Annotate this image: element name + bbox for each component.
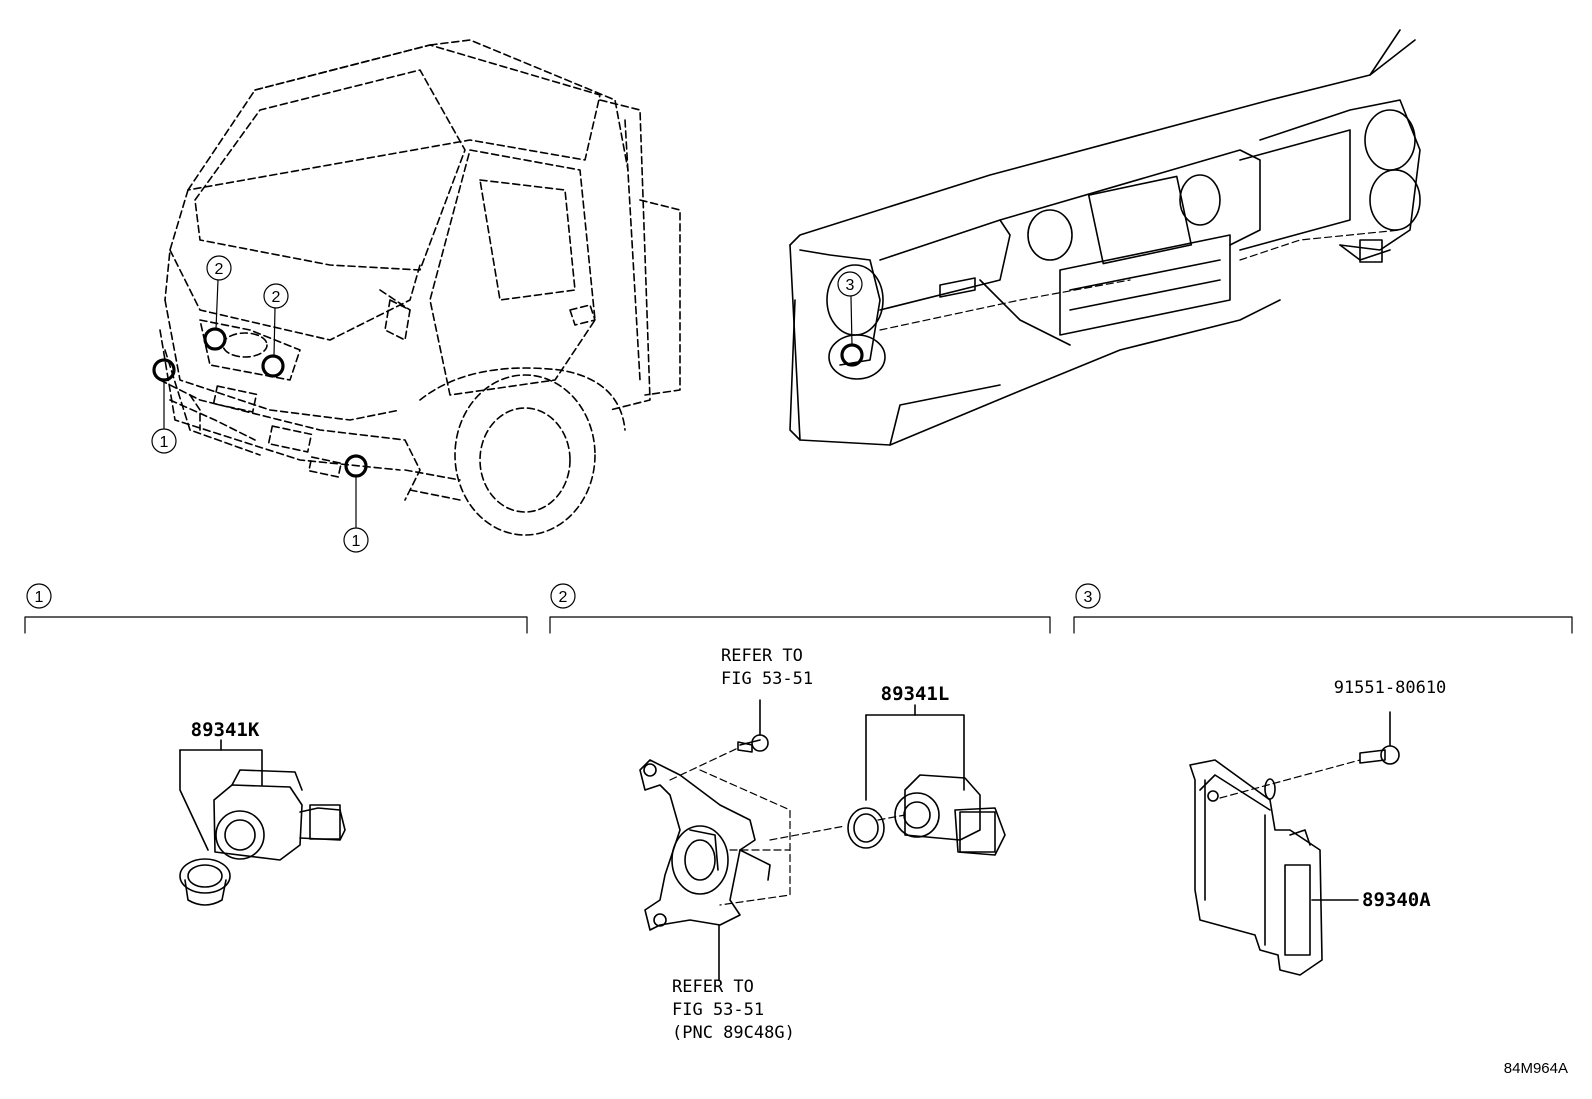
refer-note-top-line1: REFER TO	[721, 646, 803, 666]
section-number-2: 2	[559, 589, 568, 606]
callout-number-1b: 1	[352, 533, 361, 550]
part-number-89340a: 89340A	[1362, 889, 1431, 911]
part-number-89341k: 89341K	[191, 719, 260, 741]
truck-illustration	[159, 39, 681, 536]
section-bracket-3	[1073, 616, 1573, 634]
dashboard-dashed	[879, 229, 1401, 331]
dashboard-illustration	[789, 29, 1421, 446]
part-number-91551-80610: 91551-80610	[1334, 678, 1447, 698]
bracket-dashed-lines	[669, 747, 906, 906]
diagram-code: 84M964A	[1504, 1060, 1568, 1077]
callout-bubble-3	[837, 271, 863, 297]
ecu-location-marker	[840, 343, 864, 367]
section-brackets	[24, 583, 1573, 634]
section-bracket-2	[549, 616, 1051, 634]
section-bubble-2	[550, 583, 576, 609]
callout-bubble-1b	[343, 527, 369, 553]
refer-note-bottom-line3: (PNC 89C48G)	[672, 1023, 795, 1043]
bracket-assembly-drawing	[639, 699, 771, 981]
part-number-89341l: 89341L	[881, 683, 950, 705]
refer-note-bottom-line2: FIG 53-51	[672, 1000, 764, 1020]
callout-number-2a: 2	[215, 261, 224, 278]
sensor-location-markers	[152, 327, 368, 478]
truck-callout-bubbles	[151, 255, 369, 553]
sensor-89341l-drawing	[847, 704, 1006, 856]
refer-note-top-line2: FIG 53-51	[721, 669, 813, 689]
section-number-1: 1	[35, 589, 44, 606]
section-bubble-3	[1075, 583, 1101, 609]
ecu-89340a-drawing	[1189, 711, 1400, 976]
section-bubble-1	[26, 583, 52, 609]
section-bracket-1	[24, 616, 528, 634]
callout-bubble-2a	[206, 255, 232, 281]
section-number-3: 3	[1084, 589, 1093, 606]
refer-note-bottom-line1: REFER TO	[672, 977, 754, 997]
sensor-marker-corner-right	[261, 354, 285, 378]
callout-bubble-2b	[263, 283, 289, 309]
ecu-dashed-lines	[1219, 759, 1361, 799]
callout-number-3: 3	[846, 277, 855, 294]
sensor-marker-corner-left	[203, 327, 227, 351]
sensor-89341k-drawing	[179, 739, 346, 906]
callout-bubble-1a	[151, 428, 177, 454]
sensor-marker-front-left	[152, 358, 176, 382]
dashboard-leader-line	[850, 296, 853, 346]
truck-leader-lines	[163, 279, 357, 528]
callout-number-1a: 1	[160, 434, 169, 451]
callout-number-2b: 2	[272, 289, 281, 306]
